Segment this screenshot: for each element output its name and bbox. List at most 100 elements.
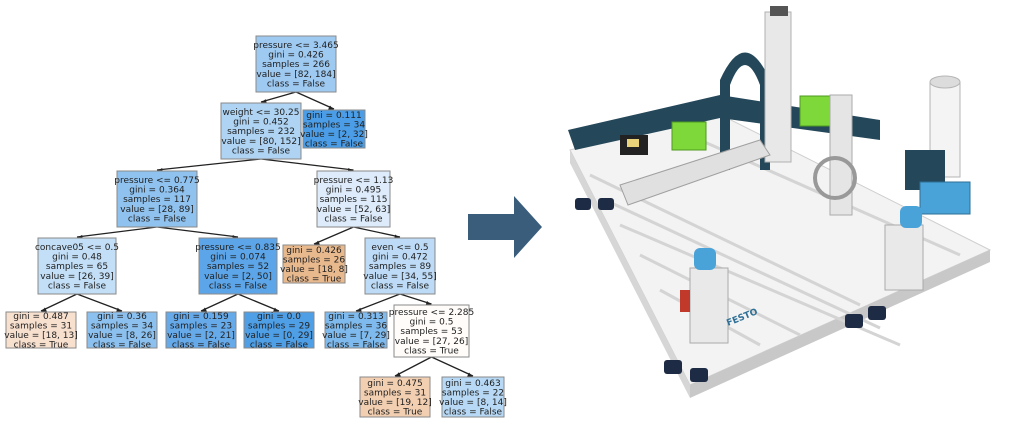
tree-edge [260,158,354,171]
tree-edge-arrowhead [41,307,47,312]
tree-node-line: class = False [444,408,503,418]
tree-node-box [364,237,436,295]
foot [690,368,708,382]
tree-node-line: value = [27, 26] [395,337,469,347]
green-module-left [671,121,707,151]
tree-node-box [282,244,346,284]
tree-node-line: value = [18, 13] [4,331,78,341]
tree-edge [237,293,280,312]
tree-node-line: pressure <= 0.775 [114,176,199,186]
tree-edge [260,91,297,103]
tree-node-box [255,35,337,93]
tree-node-line: class = False [128,214,187,224]
tree-node-line: samples = 26 [283,255,345,265]
tree-node-line: class = True [14,341,69,351]
tree-node-line: gini = 0.426 [268,51,324,61]
tree-node-box [86,311,158,349]
tree-node-line: samples = 36 [325,321,387,331]
tree-node-line: class = False [232,146,291,156]
tree-node-line: value = [28, 89] [120,205,194,215]
tree-node-line: value = [18, 8] [280,265,348,275]
tree-node-line: samples = 117 [123,195,191,205]
tree-node-line: value = [8, 26] [88,331,156,341]
tree-node-line: samples = 89 [369,262,431,272]
tree-node-line: gini = 0.472 [372,253,427,263]
tree-edge [295,91,335,110]
tree-node-line: value = [80, 152] [221,137,300,147]
tree-node-line: samples = 34 [303,120,365,130]
valve-cap-left [694,248,716,270]
gantry-tower [829,94,853,216]
tree-node-line: class = False [305,140,364,150]
tree-node-line: class = True [287,275,342,285]
tree-node-line: class = False [324,214,383,224]
tree-node-line: gini = 0.487 [13,312,68,322]
tree-node-line: even <= 0.5 [371,243,428,253]
tree-node-box [198,237,278,295]
tree-node-line: samples = 22 [442,388,504,398]
foot [664,360,682,374]
tree-node-line: gini = 0.48 [52,253,102,263]
tree-node-line: gini = 0.364 [129,186,185,196]
tree-node-line: samples = 232 [227,127,295,137]
tree-node-box [116,170,198,228]
tree-edge [355,293,401,312]
tree-node-line: samples = 23 [170,321,232,331]
tree-node-box [5,311,77,349]
vertical-tower [764,11,792,163]
tree-node-box [220,102,302,160]
tree-edge [76,293,123,312]
tree-edge [399,293,432,305]
tree-node-box [359,376,431,418]
tree-node-line: samples = 34 [91,321,153,331]
tree-edge-arrowhead [261,99,267,104]
tree-edge-arrowhead [273,307,279,312]
tree-node-line: class = False [267,79,326,89]
tree-edge [431,356,474,377]
tree-node-line: class = False [250,341,309,351]
tree-node-line: pressure <= 1.13 [314,176,394,186]
tree-node-line: gini = 0.111 [306,111,361,121]
tree-edge-arrowhead [356,307,362,313]
tree-node-line: value = [2, 21] [167,331,235,341]
horizontal-arm [619,139,771,206]
tree-node-line: gini = 0.426 [286,246,342,256]
tree-node-line: samples = 115 [320,195,388,205]
transition-arrow [468,196,542,258]
tree-node-line: value = [8, 14] [439,398,507,408]
tree-node-line: class = False [209,281,268,291]
tree-edge [353,226,401,238]
tree-node-box [37,237,117,295]
tree-node-line: gini = 0.159 [173,312,229,322]
tree-node-line: class = True [404,346,459,356]
tree-node-line: value = [0, 29] [245,331,313,341]
storage-cylinder-top [929,75,961,89]
tree-node-line: value = [52, 63] [317,205,391,215]
tree-edge-arrowhead [116,307,122,313]
tree-node-line: gini = 0.495 [326,186,381,196]
tree-node-line: samples = 266 [262,60,330,70]
small-box-yellow [627,139,639,147]
foot [845,314,863,328]
tree-edge [394,356,432,377]
tree-edge-arrowhead [328,105,334,110]
tree-node-line: value = [2, 50] [204,272,272,282]
tree-node-box [316,170,391,228]
automation-machine-illustration: FESTO [568,6,992,398]
tree-edge [76,226,158,238]
machine-feet [575,198,886,382]
